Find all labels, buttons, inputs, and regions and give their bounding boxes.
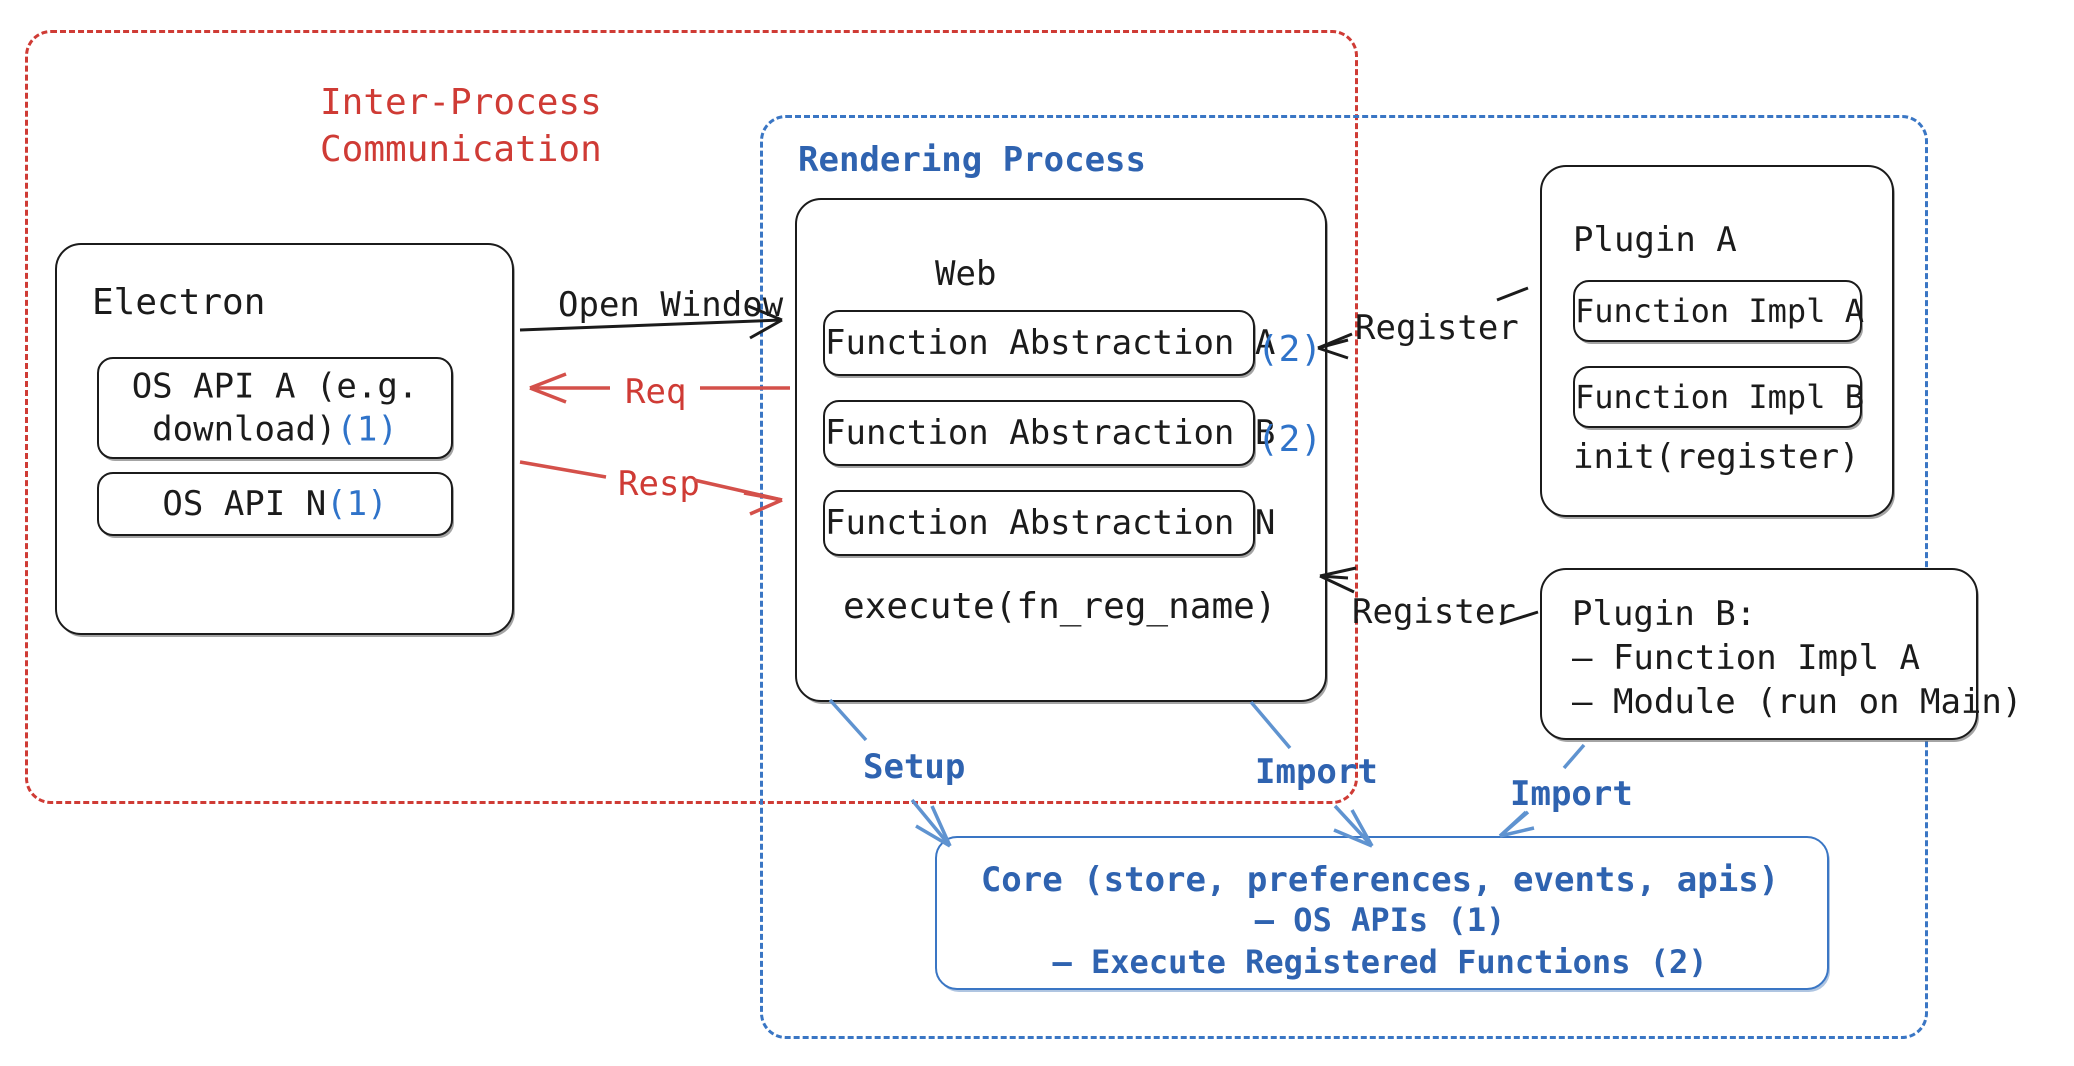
core-line-1: Core (store, preferences, events, apis)	[980, 860, 1780, 900]
plugin-b-line-2: – Module (run on Main)	[1572, 682, 2023, 722]
electron-title: Electron	[92, 282, 266, 323]
function-impl-a-label: Function Impl A	[1575, 292, 1864, 330]
plugin-b-line-1: – Function Impl A	[1572, 638, 1920, 678]
edge-label-import-web: Import	[1255, 752, 1378, 792]
edge-label-open-window: Open Window	[558, 285, 784, 325]
web-execute-label: execute(fn_reg_name)	[843, 586, 1277, 627]
os-api-n-tag: (1)	[326, 483, 388, 524]
function-abstraction-a-label: Function Abstraction A	[825, 322, 1276, 363]
rendering-process-label: Rendering Process	[798, 140, 1146, 180]
plugin-a-title: Plugin A	[1573, 220, 1737, 260]
plugin-a-init-label: init(register)	[1573, 437, 1860, 477]
function-abstraction-n-label: Function Abstraction N	[825, 502, 1276, 543]
function-abstraction-a-box: Function Abstraction A	[823, 310, 1276, 376]
function-impl-b-label: Function Impl B	[1575, 378, 1864, 416]
edge-label-register-bottom: Register	[1352, 592, 1516, 632]
edge-label-setup: Setup	[863, 747, 966, 787]
function-abstraction-b-label: Function Abstraction B	[825, 412, 1276, 453]
edge-label-register-top: Register	[1355, 308, 1519, 348]
os-api-a-box: OS API A (e.g. download)(1)	[97, 357, 453, 459]
ipc-boundary	[25, 30, 1358, 804]
function-abstraction-b-tag: (2)	[1257, 419, 1323, 460]
core-box	[935, 836, 1829, 990]
os-api-n-label: OS API N(1)	[162, 483, 388, 524]
edge-label-resp: Resp	[618, 464, 700, 504]
os-api-a-label: OS API A (e.g. download)(1)	[131, 366, 419, 450]
function-abstraction-b-box: Function Abstraction B	[823, 400, 1276, 466]
function-impl-b-box: Function Impl B	[1573, 366, 1864, 428]
ipc-boundary-label: Inter-Process Communication	[320, 82, 602, 170]
os-api-a-tag: (1)	[336, 409, 398, 449]
os-api-n-box: OS API N(1)	[97, 472, 453, 536]
function-abstraction-a-tag: (2)	[1257, 329, 1323, 370]
function-abstraction-n-box: Function Abstraction N	[823, 490, 1276, 556]
plugin-b-title: Plugin B:	[1572, 594, 1757, 634]
core-line-2: – OS APIs (1)	[1254, 901, 1506, 939]
edge-label-import-plugin: Import	[1510, 774, 1633, 814]
function-impl-a-box: Function Impl A	[1573, 280, 1864, 342]
edge-label-req: Req	[625, 372, 687, 412]
web-title: Web	[935, 254, 997, 294]
core-line-3: – Execute Registered Functions (2)	[1052, 943, 1708, 981]
plugin-b-box	[1540, 568, 1978, 740]
